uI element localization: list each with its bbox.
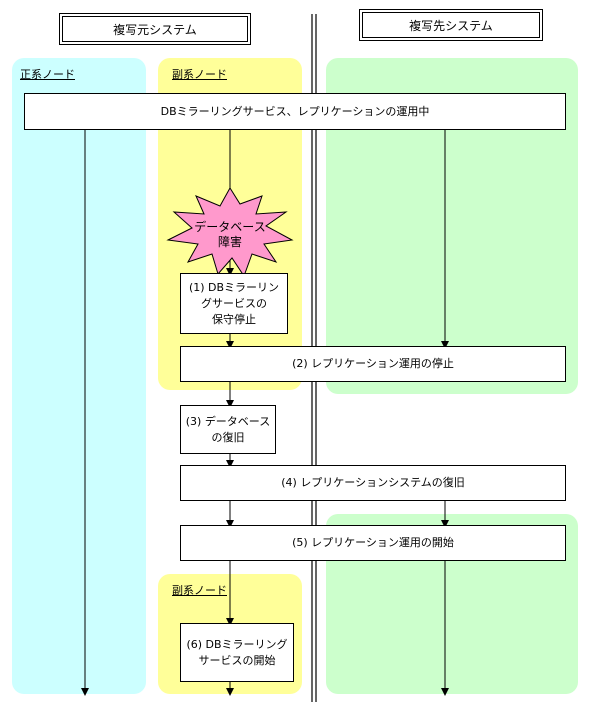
primary-node-panel — [12, 58, 146, 694]
primary-node-label: 正系ノード — [20, 68, 75, 81]
step-5-box: (5) レプリケーション運用の開始 — [180, 525, 566, 561]
step-4-box: (4) レプリケーションシステムの復旧 — [180, 465, 566, 501]
step-3-box: (3) データベース の復旧 — [180, 405, 276, 454]
step-1-box: (1) DBミラーリン グサービスの 保守停止 — [180, 273, 288, 334]
target-system-title: 複写先システム — [359, 9, 543, 41]
source-system-title: 複写元システム — [59, 13, 251, 45]
step-6-box: (6) DBミラーリング サービスの開始 — [180, 623, 294, 682]
secondary-node-label: 副系ノード — [172, 68, 227, 81]
operation-banner: DBミラーリングサービス、レプリケーションの運用中 — [24, 93, 566, 130]
step-2-box: (2) レプリケーション運用の停止 — [180, 346, 566, 382]
secondary-node-label-2: 副系ノード — [172, 584, 227, 597]
database-failure-label: データベース 障害 — [194, 220, 266, 249]
failure-burst-shape — [166, 187, 294, 278]
